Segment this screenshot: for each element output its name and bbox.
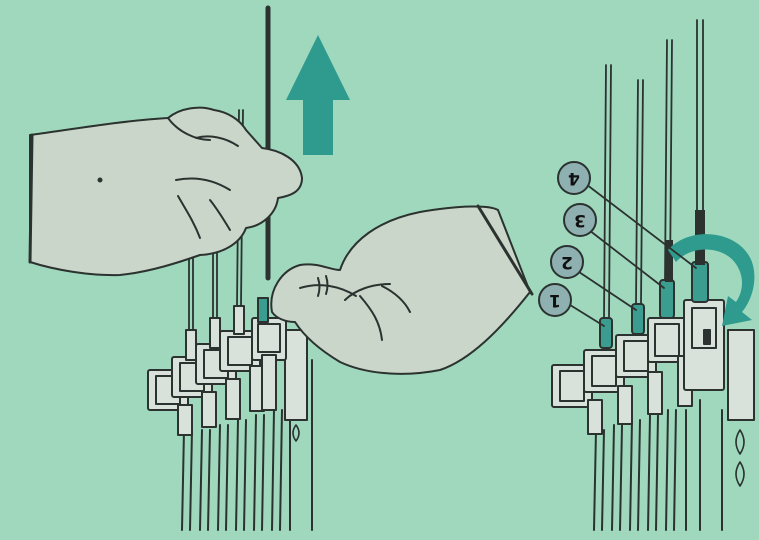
left-connectors <box>185 297 269 361</box>
adapter <box>251 317 287 411</box>
right-panel: 1 2 3 4 <box>538 19 755 531</box>
right-cable-bundle <box>593 399 723 531</box>
callout-2: 2 <box>550 245 584 279</box>
callout-label: 1 <box>549 290 561 310</box>
adapter <box>219 330 265 412</box>
hand-upper <box>29 106 303 277</box>
adapter <box>551 364 603 435</box>
cuff-upper <box>28 133 34 264</box>
callout-3: 3 <box>563 203 597 237</box>
left-adapter-stack <box>147 317 287 436</box>
adapter <box>683 299 725 391</box>
right-adapter-stack <box>551 299 725 435</box>
left-panel <box>28 5 534 531</box>
arrow-up-icon <box>286 35 350 155</box>
callout-label: 3 <box>574 210 586 230</box>
rotate-clockwise-icon <box>668 234 755 326</box>
adapter <box>583 349 633 425</box>
callout-1: 1 <box>538 283 572 317</box>
callout-4: 4 <box>557 161 591 195</box>
callout-label: 4 <box>568 168 580 188</box>
right-bracket <box>727 329 755 487</box>
left-cable-bundle <box>181 359 313 531</box>
cuff-lower <box>476 204 534 296</box>
callout-label: 2 <box>561 252 573 272</box>
left-bracket <box>284 329 308 442</box>
